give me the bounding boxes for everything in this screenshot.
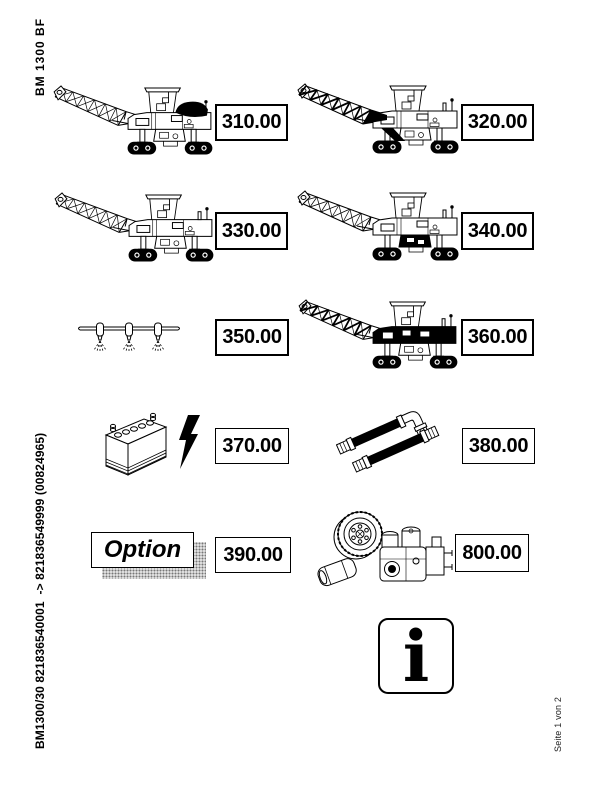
group-code-330[interactable]: 330.00 <box>215 212 288 250</box>
option-label: Option <box>103 536 182 563</box>
milling-machine-drum-icon <box>297 190 459 266</box>
hydraulic-hoses-icon <box>335 401 456 488</box>
milling-machine-frame-icon <box>297 299 459 374</box>
page-indicator: Seite 1 von 2 <box>553 696 563 752</box>
group-code-380[interactable]: 380.00 <box>462 428 535 464</box>
group-code-800[interactable]: 800.00 <box>455 534 529 572</box>
group-code-390[interactable]: 390.00 <box>215 537 291 573</box>
battery-icon <box>100 411 172 488</box>
pump-coupling-icon <box>314 509 456 600</box>
serial-range-label-vertical: BM1300/30 821836540001 -> 821836549999 (… <box>33 432 47 749</box>
group-code-310[interactable]: 310.00 <box>215 104 288 141</box>
group-code-370[interactable]: 370.00 <box>215 428 289 464</box>
option-sign: Option <box>91 532 194 568</box>
info-icon[interactable]: i <box>378 615 454 698</box>
milling-machine-icon <box>53 192 215 267</box>
milling-machine-conveyor-icon <box>297 83 459 159</box>
info-label: i <box>402 614 430 698</box>
model-label-vertical: BM 1300 BF <box>33 17 47 96</box>
milling-machine-engine-icon <box>53 85 213 160</box>
spray-bar-icon <box>76 318 182 361</box>
lightning-bolt-icon <box>176 415 202 474</box>
group-code-320[interactable]: 320.00 <box>461 104 534 141</box>
group-code-340[interactable]: 340.00 <box>461 212 534 250</box>
group-code-360[interactable]: 360.00 <box>461 319 534 356</box>
group-code-350[interactable]: 350.00 <box>215 319 289 356</box>
